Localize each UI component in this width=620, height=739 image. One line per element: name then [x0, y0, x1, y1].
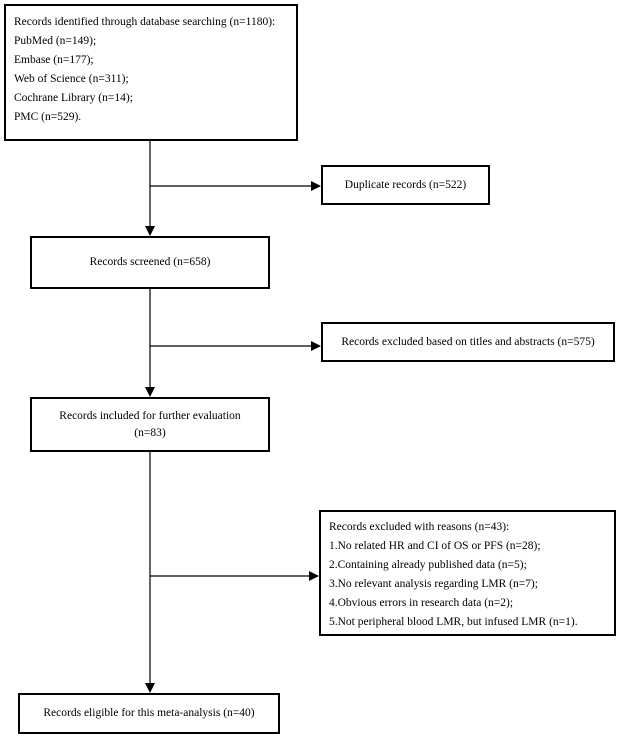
excluded-reasons-line-4: 3.No relevant analysis regarding LMR (n=…	[329, 578, 538, 590]
records-eligible-text: Records eligible for this meta-analysis …	[43, 707, 255, 719]
identified-line-3: Embase (n=177);	[14, 54, 94, 66]
further-evaluation-box: Records included for further evaluation …	[30, 397, 270, 452]
duplicate-records-box: Duplicate records (n=522)	[321, 165, 490, 205]
records-screened-text: Records screened (n=658)	[89, 256, 211, 268]
excluded-reasons-line-1: Records excluded with reasons (n=43):	[329, 521, 510, 533]
excluded-reasons-box: Records excluded with reasons (n=43): 1.…	[319, 510, 616, 636]
identified-line-5: Cochrane Library (n=14);	[14, 92, 133, 104]
further-evaluation-line-1: Records included for further evaluation	[59, 409, 241, 422]
identified-line-1: Records identified through database sear…	[14, 16, 276, 28]
identified-line-6: PMC (n=529).	[14, 111, 82, 123]
excluded-titles-box: Records excluded based on titles and abs…	[321, 322, 615, 362]
identified-line-2: PubMed (n=149);	[14, 35, 97, 47]
records-screened-box: Records screened (n=658)	[30, 236, 270, 289]
identified-line-4: Web of Science (n=311);	[14, 73, 129, 85]
excluded-titles-text: Records excluded based on titles and abs…	[341, 335, 595, 348]
records-eligible-box: Records eligible for this meta-analysis …	[18, 693, 280, 734]
excluded-reasons-line-6: 5.Not peripheral blood LMR, but infused …	[329, 616, 578, 628]
excluded-reasons-line-2: 1.No related HR and CI of OS or PFS (n=2…	[329, 540, 541, 552]
further-evaluation-line-2: (n=83)	[134, 426, 166, 439]
excluded-reasons-line-5: 4.Obvious errors in research data (n=2);	[329, 597, 514, 609]
duplicate-records-text: Duplicate records (n=522)	[344, 178, 467, 191]
excluded-reasons-line-3: 2.Containing already published data (n=5…	[329, 559, 527, 571]
records-identified-box: Records identified through database sear…	[4, 4, 298, 141]
